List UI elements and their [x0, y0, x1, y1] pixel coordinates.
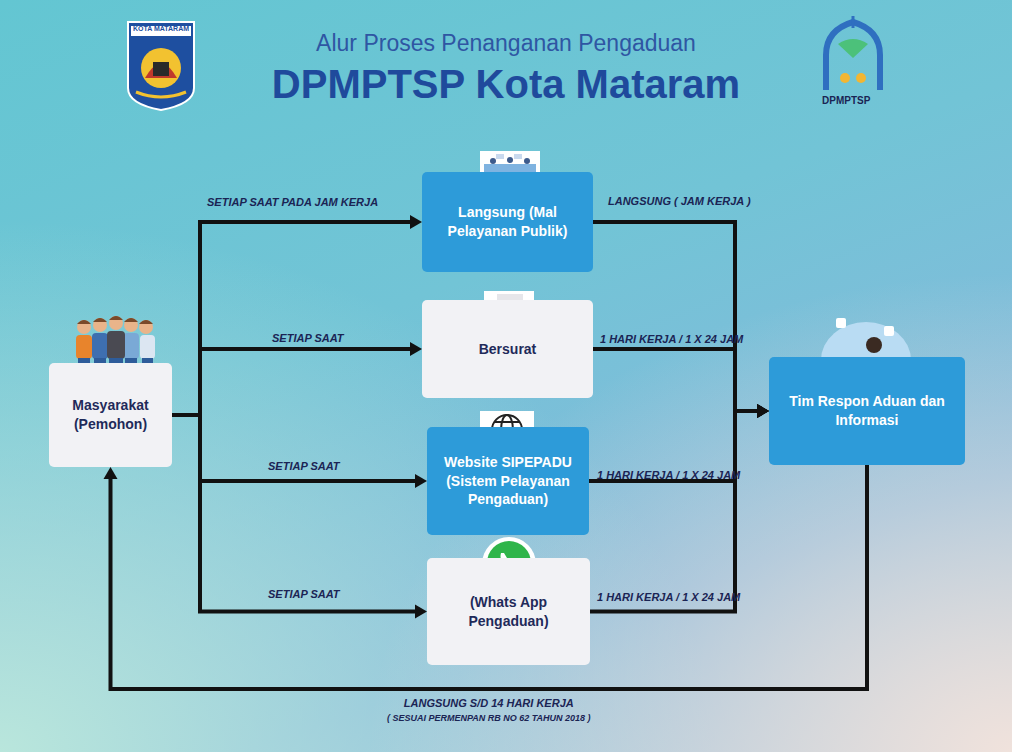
flow-connector: [172, 415, 427, 619]
flow-connector: [590, 404, 769, 612]
edge-label: LANGSUNG S/D 14 HARI KERJA: [404, 697, 574, 709]
connector-line: [593, 349, 759, 411]
edge-label: SETIAP SAAT: [268, 588, 340, 600]
arrow-head: [415, 474, 427, 488]
connector-line: [172, 415, 417, 481]
flow-connector: [172, 215, 422, 415]
edge-label: SETIAP SAAT: [272, 332, 344, 344]
flow-connector: [589, 404, 769, 481]
edge-label: 1 HARI KERJA / 1 X 24 JAM: [597, 469, 740, 481]
box-text: (Whats App Pengaduan): [439, 593, 578, 631]
logo-text: DPMPTSP: [822, 95, 870, 106]
flow-connector: [172, 415, 427, 488]
connector-line: [593, 222, 759, 411]
box-text: Bersurat: [479, 340, 537, 359]
arrow-head: [415, 605, 427, 619]
arrow-head: [757, 404, 769, 418]
arrow-head: [410, 215, 422, 229]
process-box: Langsung (Mal Pelayanan Publik): [422, 172, 593, 272]
connector-line: [172, 222, 412, 415]
city-emblem: [128, 22, 194, 110]
box-text: Tim Respon Aduan dan Informasi: [781, 392, 953, 430]
flow-connector: [593, 349, 769, 418]
edge-label: SETIAP SAAT PADA JAM KERJA: [207, 196, 378, 208]
flow-connector: [172, 342, 422, 415]
box-text: Website SIPEPADU (Sistem Pelayanan Penga…: [439, 453, 577, 510]
arrow-head: [757, 404, 769, 418]
arrow-head: [757, 404, 769, 418]
connector-line: [172, 349, 412, 415]
box-text: Langsung (Mal Pelayanan Publik): [434, 203, 581, 241]
arrow-head: [757, 404, 769, 418]
arrow-head: [410, 342, 422, 356]
edge-label: LANGSUNG ( JAM KERJA ): [608, 195, 751, 207]
edge-label: SETIAP SAAT: [268, 460, 340, 472]
process-box: Website SIPEPADU (Sistem Pelayanan Penga…: [427, 427, 589, 535]
connector-line: [590, 411, 759, 612]
regulation-note: ( SESUAI PERMENPAN RB NO 62 TAHUN 2018 ): [387, 713, 591, 723]
flow-connector: [593, 222, 769, 418]
process-box: Bersurat: [422, 300, 593, 398]
connector-line: [172, 415, 417, 612]
arrow-head: [104, 467, 118, 479]
diagram-title: Alur Proses Penanganan Pengaduan: [0, 30, 1012, 57]
emblem-caption: KOTA MATARAM: [131, 25, 191, 32]
edge-label: 1 HARI KERJA / 1 X 24 JAM: [597, 591, 740, 603]
process-box: Tim Respon Aduan dan Informasi: [769, 357, 965, 465]
process-box: (Whats App Pengaduan): [427, 558, 590, 665]
process-box: Masyarakat (Pemohon): [49, 363, 172, 467]
edge-label: 1 HARI KERJA / 1 X 24 JAM: [600, 333, 743, 345]
agency-logo: [826, 16, 880, 90]
box-text: Masyarakat (Pemohon): [61, 396, 160, 434]
